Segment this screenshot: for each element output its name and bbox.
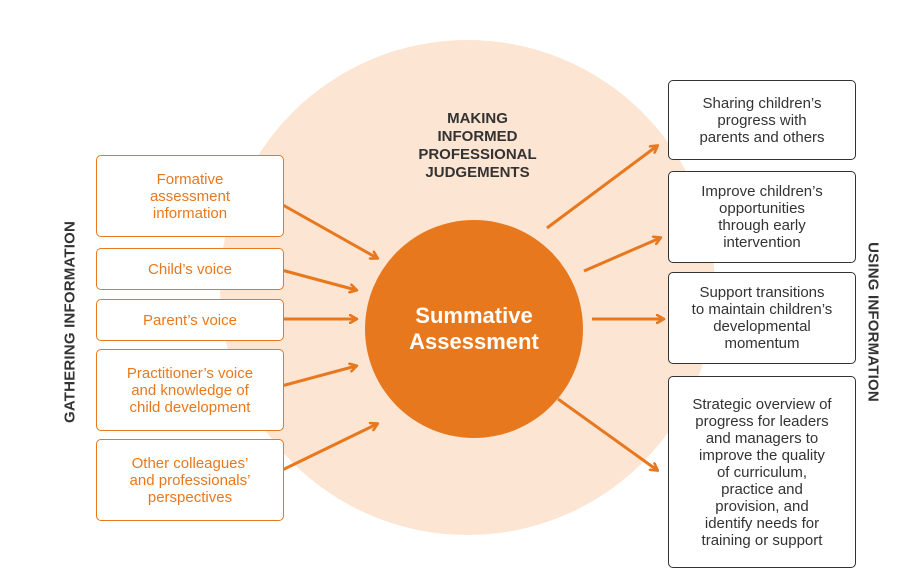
- top-label: MAKING INFORMED PROFESSIONAL JUDGEMENTS: [418, 110, 537, 181]
- input-box-formative: Formative assessment information: [96, 155, 284, 237]
- right-side-label: USING INFORMATION: [864, 242, 882, 402]
- input-box-child-voice: Child’s voice: [96, 248, 284, 290]
- arrow-out-strategic: [557, 397, 657, 470]
- input-box-colleagues: Other colleagues’ and professionals’ per…: [96, 439, 284, 521]
- arrow-out-sharing: [546, 146, 657, 230]
- output-box-early-intervention: Improve children’s opportunities through…: [668, 171, 856, 263]
- output-box-strategic-overview: Strategic overview of progress for leade…: [668, 376, 856, 568]
- arrow-out-improve: [583, 238, 660, 273]
- arrow-in-formative: [273, 198, 377, 258]
- arrow-in-colleagues: [273, 424, 377, 476]
- output-box-sharing-progress: Sharing children’s progress with parents…: [668, 80, 856, 160]
- input-box-practitioner-voice: Practitioner’s voice and knowledge of ch…: [96, 349, 284, 431]
- summative-assessment-node: Summative Assessment: [365, 220, 583, 438]
- input-box-parent-voice: Parent’s voice: [96, 299, 284, 341]
- left-side-label: GATHERING INFORMATION: [61, 221, 79, 423]
- arrow-in-practitioner: [273, 366, 356, 390]
- center-label: Summative Assessment: [409, 303, 539, 354]
- output-box-transitions: Support transitions to maintain children…: [668, 272, 856, 364]
- arrow-in-child: [273, 266, 356, 290]
